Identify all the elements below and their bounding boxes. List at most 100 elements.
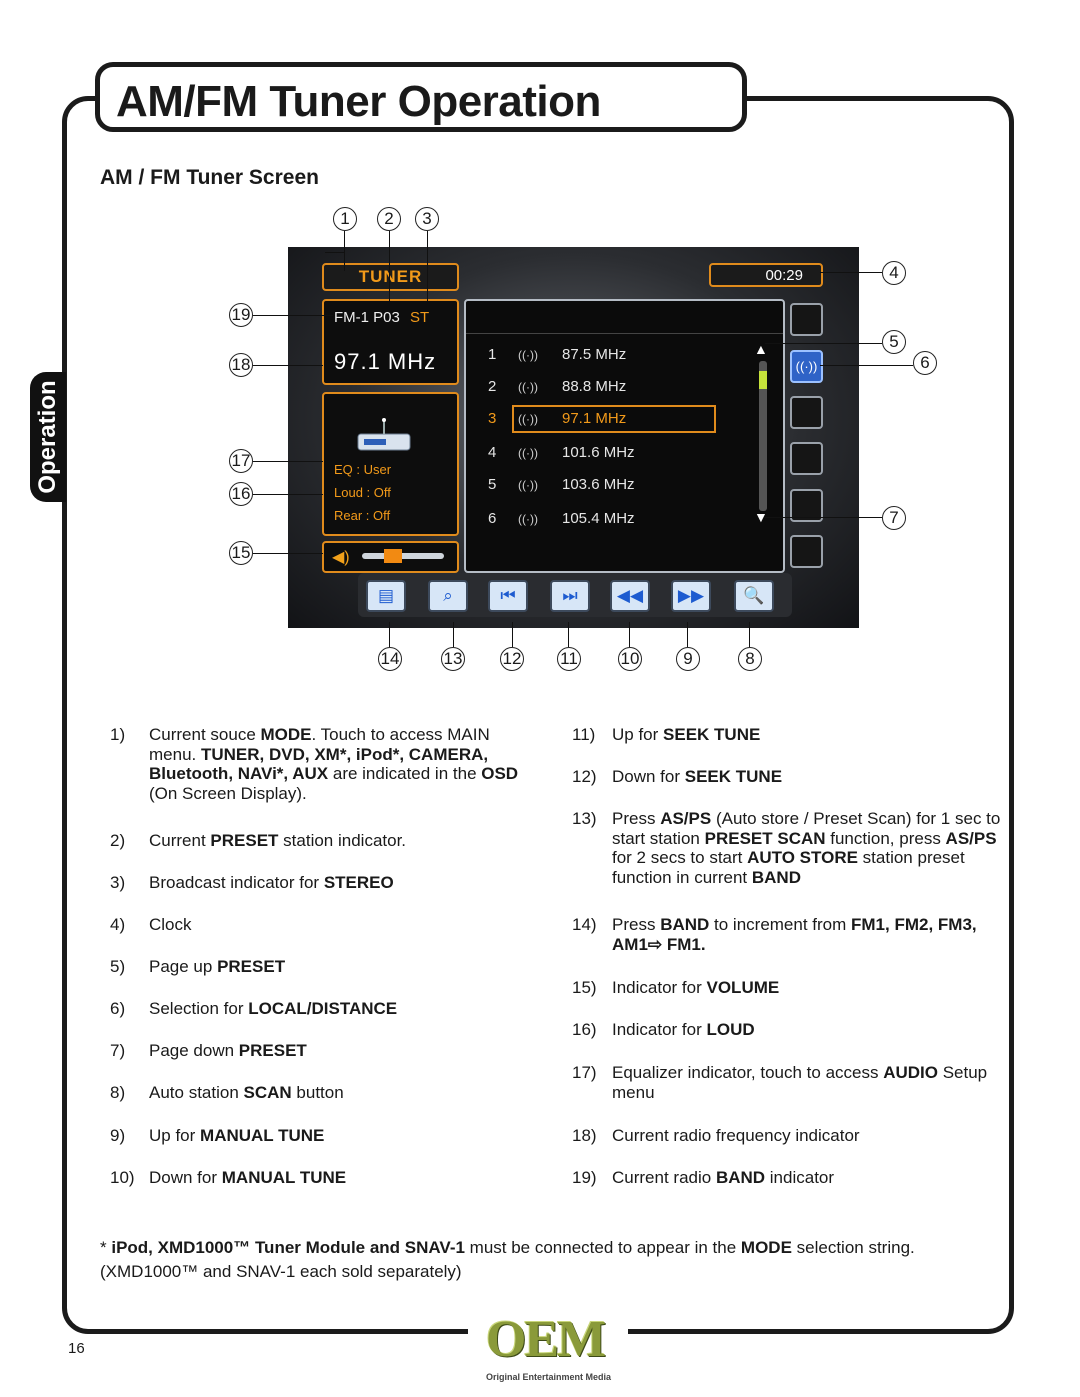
callout-5: 5 <box>882 330 906 354</box>
callout-6: 6 <box>913 351 937 375</box>
item-number: 15) <box>572 978 597 997</box>
callout-line <box>820 272 882 273</box>
loud-label: Loud <box>334 485 363 500</box>
preset-scrollbar[interactable] <box>759 361 767 511</box>
callout-line <box>765 517 882 518</box>
seek-down-button[interactable]: ⏮ <box>488 580 528 612</box>
item-text: Up for MANUAL TUNE <box>149 1126 325 1145</box>
callout-line <box>568 622 569 647</box>
item-text: Indicator for LOUD <box>612 1020 755 1039</box>
item-number: 17) <box>572 1063 597 1082</box>
item-text: Current radio BAND indicator <box>612 1168 835 1187</box>
callout-line <box>389 231 390 301</box>
item-text: Down for MANUAL TUNE <box>149 1168 347 1187</box>
callout-15: 15 <box>229 541 253 565</box>
selected-preset-highlight <box>512 405 716 433</box>
preset-row[interactable]: 5((·))103.6 MHz <box>488 473 758 497</box>
callout-2: 2 <box>377 207 401 231</box>
eq-label: EQ <box>334 462 353 477</box>
item-number: 6) <box>110 999 126 1018</box>
callout-3: 3 <box>415 207 439 231</box>
side-button-6[interactable] <box>790 535 823 568</box>
signal-icon: ((·)) <box>518 348 538 362</box>
item-number: 19) <box>572 1168 597 1187</box>
item-number: 11) <box>572 725 596 744</box>
page-up-icon[interactable]: ▲ <box>754 341 768 357</box>
logo-main: OEM <box>486 1311 606 1368</box>
preset-number: 3 <box>488 410 497 427</box>
tune-up-icon: ▶▶ <box>677 586 705 605</box>
preset-list: 1((·))87.5 MHz 2((·))88.8 MHz 3((·))97.1 M… <box>464 299 785 573</box>
callout-7: 7 <box>882 506 906 530</box>
preset-row[interactable]: 3((·))97.1 MHz <box>488 405 758 433</box>
callout-line <box>389 622 390 647</box>
item-number: 7) <box>110 1041 126 1060</box>
seek-up-button[interactable]: ⏭ <box>550 580 590 612</box>
page-down-icon[interactable]: ▼ <box>754 509 768 525</box>
callout-line <box>253 315 333 316</box>
callout-12: 12 <box>500 647 524 671</box>
callout-line <box>253 553 323 554</box>
item-text: Down for SEEK TUNE <box>612 767 783 786</box>
item-text: Up for SEEK TUNE <box>612 725 761 744</box>
callout-line <box>344 231 345 271</box>
eq-value: User <box>363 462 392 477</box>
preset-number: 6 <box>488 510 497 527</box>
callout-17: 17 <box>229 449 253 473</box>
frequency-display: 97.1 MHz <box>334 349 437 374</box>
callout-11: 11 <box>557 647 581 671</box>
signal-icon: ((·)) <box>518 512 538 526</box>
callout-1: 1 <box>333 207 357 231</box>
stereo-indicator: ST <box>410 309 430 326</box>
item-text: Broadcast indicator for STEREO <box>149 873 394 892</box>
router-icon <box>357 418 411 451</box>
seek-up-icon: ⏭ <box>562 586 578 605</box>
preset-row[interactable]: 6((·))105.4 MHz <box>488 507 758 531</box>
preset-row[interactable]: 2((·))88.8 MHz <box>488 375 758 399</box>
item-number: 1) <box>110 725 126 744</box>
item-text: Auto station SCAN button <box>149 1083 344 1102</box>
volume-knob[interactable] <box>384 549 403 563</box>
mode-button[interactable]: TUNER <box>322 263 459 291</box>
item-text: Current PRESET station indicator. <box>149 831 407 850</box>
scan-button[interactable]: 🔍 <box>734 580 774 612</box>
tune-down-icon: ◀◀ <box>616 586 644 605</box>
volume-bar <box>362 553 444 559</box>
signal-icon: ((·)) <box>518 446 538 460</box>
item-text: Equalizer indicator, touch to access AUD… <box>612 1063 988 1102</box>
preset-row[interactable]: 4((·))101.6 MHz <box>488 441 758 465</box>
seek-down-icon: ⏮ <box>500 586 516 605</box>
signal-icon: ((·)) <box>518 380 538 394</box>
logo-sub: Original Entertainment Media <box>486 1372 612 1382</box>
preset-row[interactable]: 1((·))87.5 MHz <box>488 343 758 367</box>
band-button[interactable]: ▤ <box>366 580 406 612</box>
item-number: 10) <box>110 1168 135 1187</box>
callout-line <box>820 365 913 366</box>
item-text: Selection for LOCAL/DISTANCE <box>149 999 398 1018</box>
item-number: 14) <box>572 915 597 934</box>
volume-indicator[interactable]: ◀) <box>322 541 459 573</box>
item-text: Clock <box>149 915 192 934</box>
preset-number: 4 <box>488 444 497 461</box>
eq-settings: EQ : User Loud : Off Rear : Off <box>334 462 392 523</box>
callout-9: 9 <box>676 647 700 671</box>
callout-8: 8 <box>738 647 762 671</box>
rear-label: Rear <box>334 508 363 523</box>
scroll-thumb[interactable] <box>759 371 767 389</box>
as-ps-button[interactable]: ⌕ <box>428 580 468 612</box>
local-distance-button[interactable]: ((·)) <box>790 350 823 383</box>
tune-down-button[interactable]: ◀◀ <box>610 580 650 612</box>
side-button-1[interactable] <box>790 303 823 336</box>
tune-up-button[interactable]: ▶▶ <box>671 580 711 612</box>
callout-18: 18 <box>229 353 253 377</box>
callout-16: 16 <box>229 482 253 506</box>
item-number: 3) <box>110 873 126 892</box>
side-button-3[interactable] <box>790 396 823 429</box>
side-button-5[interactable] <box>790 489 823 522</box>
item-text: Indicator for VOLUME <box>612 978 780 997</box>
side-button-4[interactable] <box>790 442 823 475</box>
signal-icon: ((·)) <box>518 478 538 492</box>
callout-line <box>453 622 454 647</box>
audio-panel[interactable]: EQ : User Loud : Off Rear : Off <box>322 392 459 536</box>
clock: 00:29 <box>709 263 823 287</box>
